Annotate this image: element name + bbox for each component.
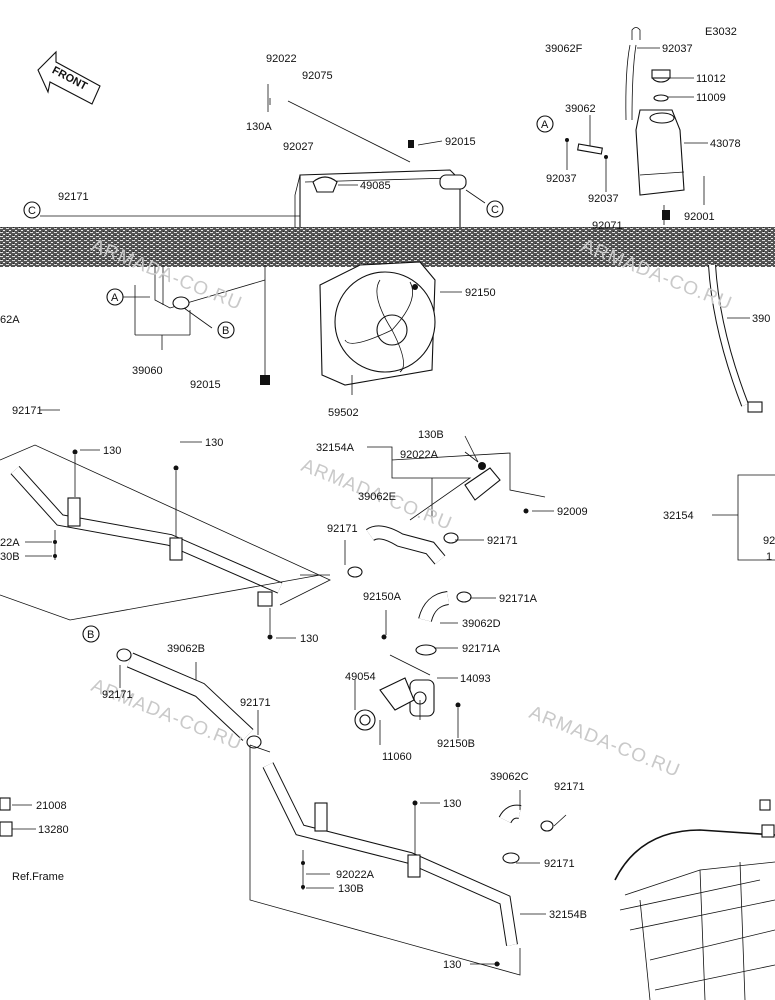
svg-text:C: C (491, 204, 499, 216)
diagram-code: E3032 (705, 26, 737, 38)
part-label: 92171 (58, 191, 89, 203)
part-label: 39062 (565, 103, 596, 115)
callout-c-radiator: C (486, 200, 504, 218)
part-label: 130 (103, 445, 121, 457)
part-label: 32154A (316, 442, 355, 454)
watermark: ARMADA-CO.RU (526, 702, 683, 782)
part-label: 92022A (336, 869, 375, 881)
callout-a-radiator: A (106, 288, 124, 306)
part-label: 39062F (545, 43, 583, 55)
callout-b-radiator: B (217, 321, 235, 339)
part-label: 11012 (696, 73, 726, 85)
front-arrow-icon: FRONT (37, 50, 101, 105)
pipe-left-upper (10, 449, 283, 640)
svg-text:C: C (28, 205, 36, 217)
part-label: 39062B (167, 643, 205, 655)
part-label: 92075 (302, 70, 333, 82)
callout-b-hose: B (82, 625, 100, 643)
part-label: 39062E (358, 491, 396, 503)
part-label: 92037 (546, 173, 577, 185)
part-label: 92037 (662, 43, 693, 55)
part-label: 32154 (663, 510, 694, 522)
part-label: 62A (0, 314, 20, 326)
part-label: 92171 (12, 405, 43, 417)
part-label: 39060 (132, 365, 163, 377)
part-label: 32154B (549, 909, 587, 921)
pipe-32154B (262, 762, 554, 967)
part-label: 59502 (328, 407, 359, 419)
part-label: 11009 (696, 92, 726, 104)
part-label: 92015 (445, 136, 476, 148)
callout-a-tank: A (536, 115, 554, 133)
fan-assembly (319, 261, 436, 386)
part-label: 39062C (490, 771, 529, 783)
hose-39062 (565, 138, 608, 159)
part-label: 92171A (499, 593, 538, 605)
radiator-lower (154, 265, 270, 385)
svg-text:A: A (111, 292, 119, 304)
part-label: 92150B (437, 738, 475, 750)
hose-39062B (116, 648, 262, 749)
part-label: 92071 (592, 220, 623, 232)
part-label: 92171 (544, 858, 575, 870)
scan-noise-band (0, 227, 775, 267)
part-label: 130A (246, 121, 272, 133)
clip-21008 (0, 797, 13, 837)
part-label: 92009 (557, 506, 588, 518)
part-label: 92171 (554, 781, 585, 793)
part-label: 92171 (487, 535, 518, 547)
part-label: 92027 (283, 141, 314, 153)
part-label: 92022 (266, 53, 297, 65)
part-label: 1 (766, 551, 772, 563)
part-label: 49054 (345, 671, 376, 683)
part-label: 14093 (460, 673, 491, 685)
part-label: 390 (752, 313, 770, 325)
part-label: 39062D (462, 618, 501, 630)
part-label: 92171 (240, 697, 271, 709)
part-label: Ref.Frame (12, 871, 64, 883)
part-label: 92015 (190, 379, 221, 391)
part-label: 92150A (363, 591, 402, 603)
svg-text:A: A (541, 119, 549, 131)
part-label: 13280 (38, 824, 69, 836)
reservoir-tank (625, 27, 685, 220)
callout-c-left: C (23, 201, 41, 219)
part-label: 130B (338, 883, 364, 895)
part-label: 130B (418, 429, 444, 441)
part-label: 920 (763, 535, 775, 547)
part-label: 11060 (382, 751, 412, 763)
frame (614, 799, 775, 1000)
part-labels: 39062F 92037 11012 11009 39062 43078 920… (0, 43, 775, 971)
part-label: 130 (205, 437, 223, 449)
part-label: 92022A (400, 449, 439, 461)
svg-text:B: B (87, 629, 94, 641)
part-label: 92037 (588, 193, 619, 205)
svg-text:B: B (222, 325, 229, 337)
part-label: 92001 (684, 211, 715, 223)
part-label: 30B (0, 551, 20, 563)
radiator (294, 140, 467, 233)
thermostat-housing (347, 462, 529, 731)
part-label: 22A (0, 537, 20, 549)
part-label: 92171 (102, 689, 133, 701)
part-label: 130 (443, 798, 461, 810)
part-label: 92150 (465, 287, 496, 299)
part-label: 130 (300, 633, 318, 645)
part-label: 21008 (36, 800, 67, 812)
part-label: 92171 (327, 523, 358, 535)
part-label: 130 (443, 959, 461, 971)
part-label: 92171A (462, 643, 501, 655)
part-label: 43078 (710, 138, 741, 150)
part-label: 49085 (360, 180, 391, 192)
